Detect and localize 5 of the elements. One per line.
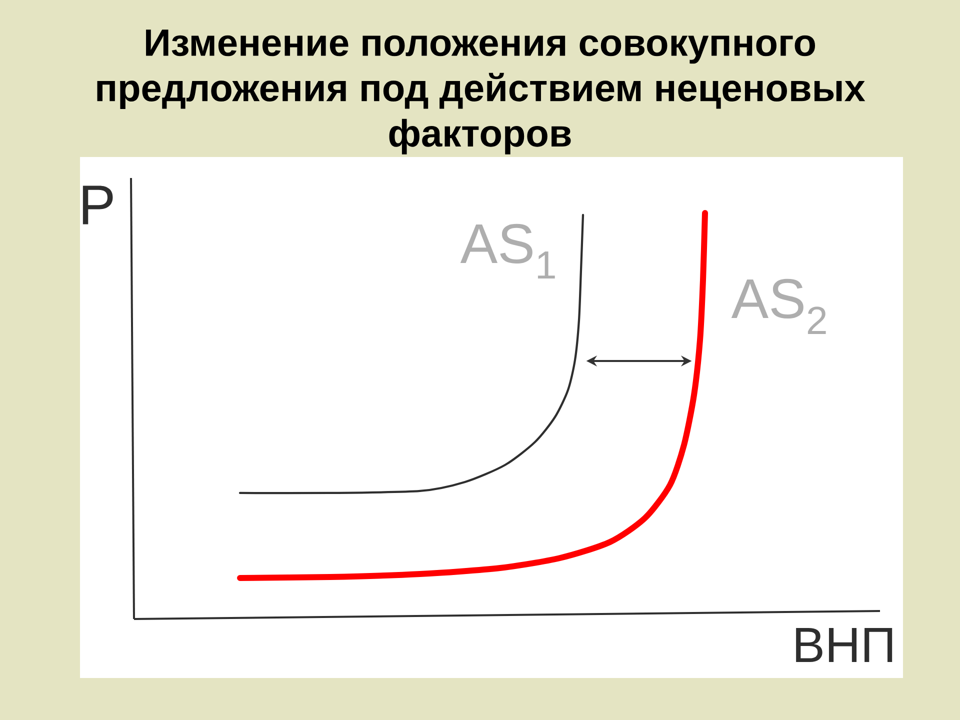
curve-label: AS$_{2}$ — [731, 278, 826, 334]
axis-label: ВНП — [796, 628, 892, 662]
title: Изменение положения совокупного предложения под действием неценовых факторов — [97, 30, 866, 154]
axis-label: P — [82, 186, 113, 224]
curve-label: AS$_{1}$ — [460, 224, 555, 279]
